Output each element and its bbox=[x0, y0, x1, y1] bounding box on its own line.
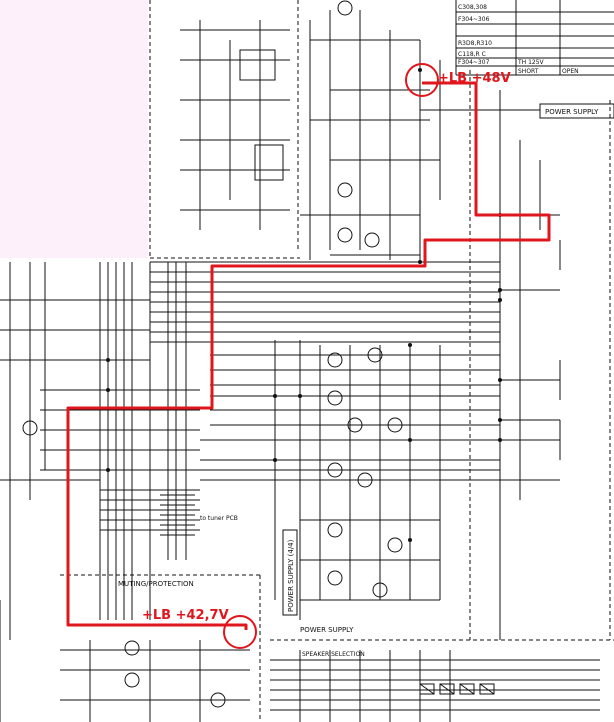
red-trace-path bbox=[66, 81, 551, 630]
table-cell-4: C118,R C bbox=[458, 51, 486, 58]
table-cell-1: F304~306 bbox=[458, 16, 490, 23]
table-cell-5b: TH 125V bbox=[517, 59, 545, 66]
junction-dots bbox=[106, 68, 502, 542]
table-cell-0: C308,308 bbox=[458, 4, 487, 11]
table-cell-3: R3D8,R310 bbox=[458, 40, 492, 47]
power-supply-bottom-label: POWER SUPPLY bbox=[300, 626, 354, 634]
table-bottom-open: OPEN bbox=[562, 68, 579, 75]
to-tuner-pcb-label: to tuner PCB bbox=[200, 515, 238, 522]
power-supply-box-label: POWER SUPPLY bbox=[545, 108, 599, 116]
annotation-bottom-voltage: +LB +42,7V bbox=[142, 608, 229, 623]
red-circle-bottom bbox=[223, 615, 257, 649]
power-supply-vertical-label: POWER SUPPLY (4/4) bbox=[287, 539, 295, 612]
table-cell-5: F304~307 bbox=[458, 59, 490, 66]
red-circle-top bbox=[405, 63, 439, 97]
schematic-small-labels: C308,308 F304~306 R3D8,R310 C118,R C F30… bbox=[118, 4, 599, 658]
speaker-selection-label: SPEAKER SELECTION bbox=[302, 651, 365, 658]
annotation-top-voltage: +LB +48V bbox=[438, 71, 511, 86]
table-bottom-short: SHORT bbox=[518, 68, 539, 75]
annotation-overlay: +LB +48V +LB +42,7V bbox=[66, 63, 551, 649]
muting-protection-label: MUTING/PROTECTION bbox=[118, 580, 194, 588]
